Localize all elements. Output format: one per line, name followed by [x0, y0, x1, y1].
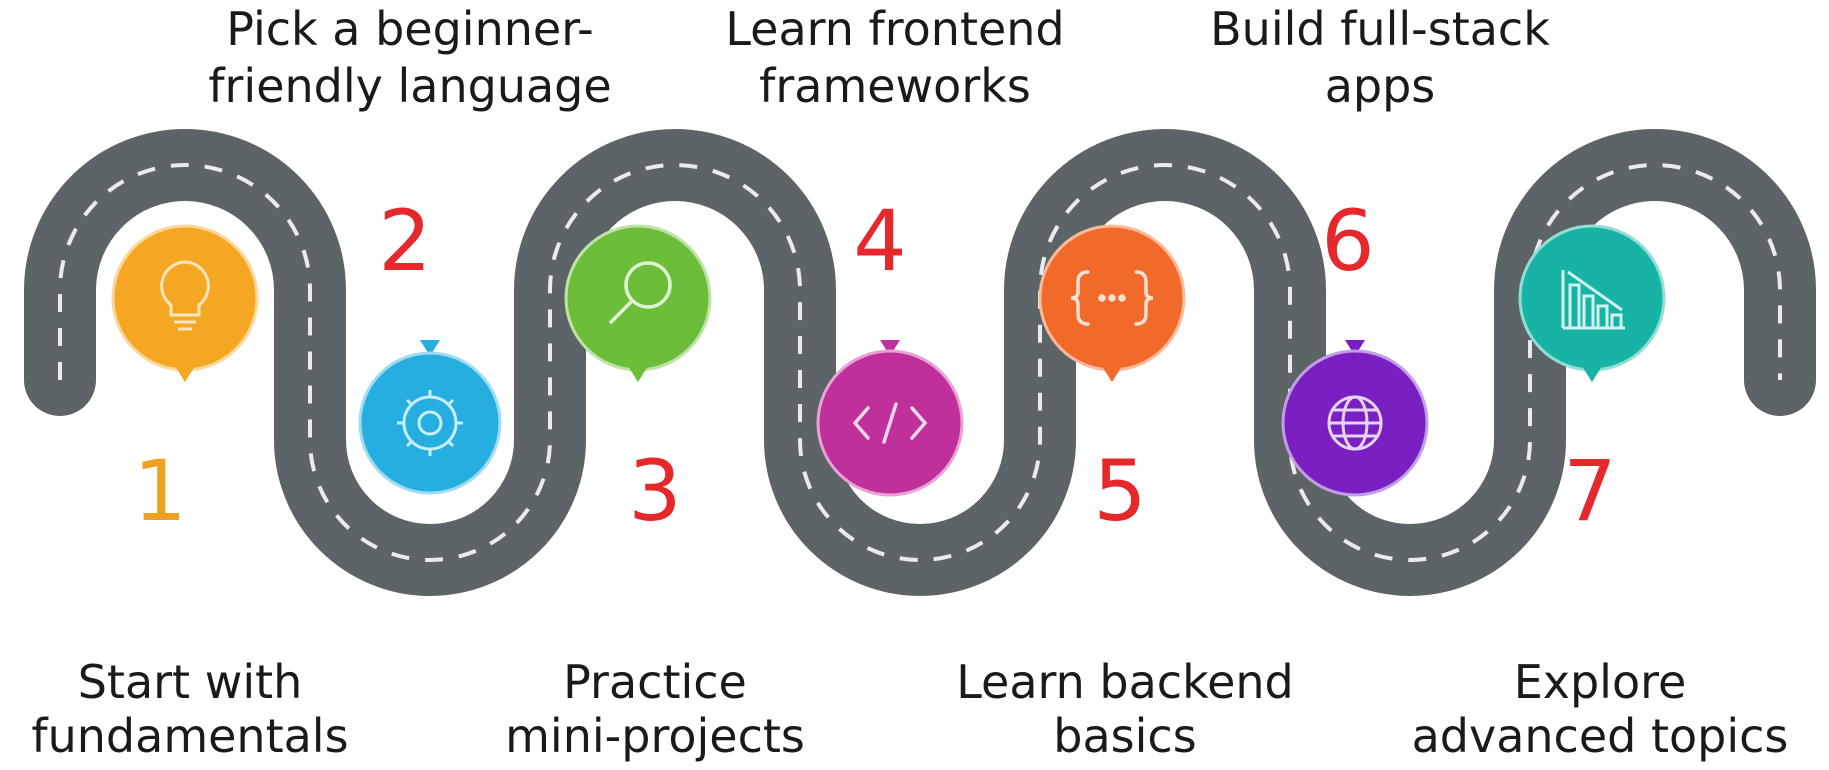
step-2-number: 2	[378, 192, 431, 290]
step-1-label-line1: Start with	[78, 655, 303, 709]
chart-icon	[1561, 270, 1625, 330]
road	[24, 129, 1816, 596]
step-6-pin	[1345, 340, 1365, 356]
step-2-label-line1: Pick a beginner-	[226, 2, 594, 56]
step-3-marker	[564, 224, 712, 372]
step-4-number: 4	[853, 192, 906, 290]
step-1-pin	[175, 366, 195, 382]
step-2-label-line2: friendly language	[208, 59, 611, 113]
step-7: 7 Explore advanced topics	[1412, 224, 1789, 763]
road-lane-markings	[58, 163, 1782, 562]
step-6-label-line1: Build full-stack	[1210, 2, 1550, 56]
step-4-label-line2: frameworks	[759, 59, 1031, 113]
magnifier-icon	[608, 261, 672, 325]
step-6-label-line2: apps	[1325, 59, 1436, 113]
step-4: 4 Learn frontend frameworks	[725, 2, 1065, 497]
step-5-label-line2: basics	[1053, 709, 1196, 763]
lightbulb-icon	[160, 260, 210, 331]
step-5-number: 5	[1093, 442, 1146, 540]
step-6: 6 Build full-stack apps	[1210, 2, 1550, 497]
step-7-number: 7	[1563, 442, 1616, 540]
step-5-label-line1: Learn backend	[956, 655, 1294, 709]
step-1-marker	[111, 224, 259, 372]
step-3-label-line1: Practice	[563, 655, 747, 709]
step-3-label-line2: mini-projects	[505, 709, 805, 763]
step-6-number: 6	[1321, 192, 1374, 290]
step-3-number: 3	[628, 442, 681, 540]
step-2-pin	[420, 340, 440, 356]
gear-icon	[397, 390, 463, 456]
step-1-number: 1	[133, 442, 186, 540]
braces-icon	[1070, 270, 1154, 326]
step-3-pin	[628, 366, 648, 382]
step-7-label-line2: advanced topics	[1412, 709, 1789, 763]
step-4-pin	[880, 340, 900, 356]
step-2: 2 Pick a beginner- friendly language	[208, 2, 612, 495]
step-5: 5 Learn backend basics	[956, 224, 1294, 763]
step-1: 1 Start with fundamentals	[31, 224, 349, 763]
step-4-label-line1: Learn frontend	[725, 2, 1064, 56]
code-icon	[852, 402, 928, 444]
step-7-label-line1: Explore	[1514, 655, 1687, 709]
step-2-marker	[358, 351, 502, 495]
step-1-label-line2: fundamentals	[31, 709, 348, 763]
step-7-pin	[1582, 366, 1602, 382]
globe-icon	[1327, 395, 1383, 451]
step-5-pin	[1102, 366, 1122, 382]
step-3: 3 Practice mini-projects	[505, 224, 805, 763]
